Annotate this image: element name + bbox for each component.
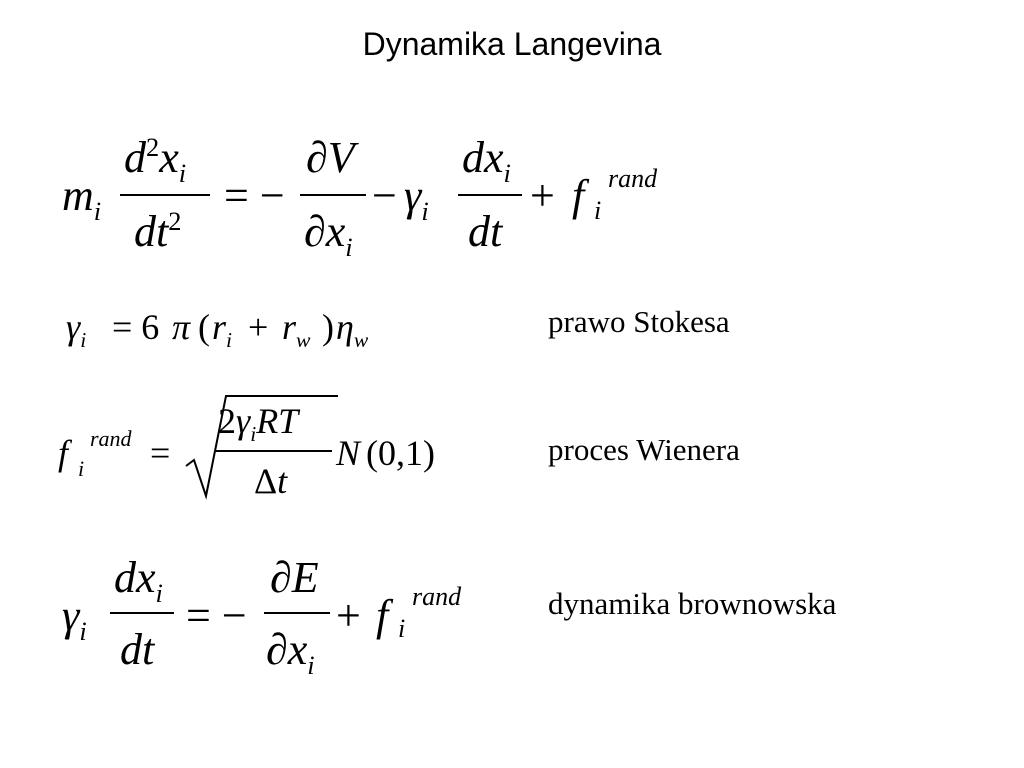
equation-wiener: f i rand = 2γiRT Δt N (0,1) [58, 395, 435, 501]
label-stokes: prawo Stokesa [548, 304, 730, 339]
sqrt-sign [185, 395, 338, 500]
label-brownian: dynamika brownowska [548, 586, 837, 621]
equation-langevin: mi d2xi dt2 = − ∂V ∂xi − γi dxi dt + f i… [62, 132, 658, 262]
slide-title: Dynamika Langevina [362, 26, 662, 62]
equation-stokes: γi = 6 π ( ri + rw ) ηw [66, 307, 369, 352]
label-wiener: proces Wienera [548, 432, 740, 467]
equation-brownian: γi dxi dt = − ∂E ∂xi + f i rand [62, 553, 462, 680]
